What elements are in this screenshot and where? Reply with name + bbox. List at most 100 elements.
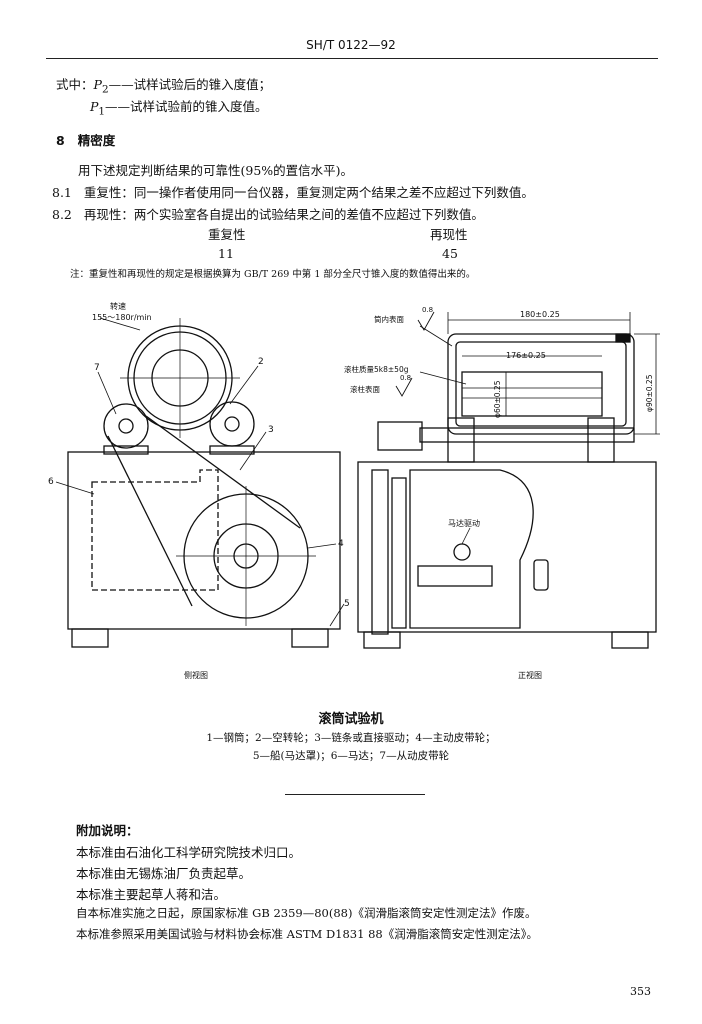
part-number-7: 7: [94, 363, 100, 373]
p1-description: ——试样试验前的锥入度值。: [105, 99, 268, 114]
appendix-line-1: 本标准由石油化工科学研究院技术归口。: [76, 845, 302, 860]
section-8-heading: 8 精密度: [56, 130, 115, 149]
leader-5: [329, 603, 345, 627]
appendix-line-3: 本标准主要起草人蒋和洁。: [76, 887, 227, 902]
speed-value: 155～180r/min: [92, 313, 152, 322]
roller-mass-leader: [419, 371, 467, 385]
cylinder-outer: [447, 333, 635, 435]
support-block-right: [587, 417, 615, 463]
driven-pulley: [103, 403, 149, 449]
dim-outer-length: 180±0.25: [520, 310, 560, 319]
pulley-support-left: [103, 445, 149, 455]
front-foot-left: [363, 631, 401, 649]
dim-cylinder-dia: φ90±0.25: [645, 374, 654, 412]
precision-col2-header: 再现性: [430, 227, 468, 242]
front-foot-right: [611, 631, 649, 649]
separator-rule: [285, 794, 425, 795]
appendix-line-2: 本标准由无锡炼油厂负责起草。: [76, 866, 252, 881]
frame-plate-outer: [371, 469, 389, 635]
precision-col1-header: 重复性: [208, 227, 246, 242]
section-number: 8: [56, 133, 65, 148]
inner-surface-leader: [419, 325, 453, 347]
appendix-line-4: 自本标准实施之日起，原国家标准 GB 2359—80(88)《润滑脂滚筒安定性测…: [76, 906, 537, 920]
cylinder-inner: [455, 341, 627, 427]
side-view-drawing: [55, 317, 345, 648]
item-8-2-text: 再现性：两个实验室各自提出的试验结果之间的差值不应超过下列数值。: [83, 207, 484, 222]
cylinder-cap: [615, 333, 631, 343]
pulley-support-right: [209, 445, 255, 455]
motor-drive-leader: [461, 527, 471, 545]
speed-leader: [99, 317, 141, 331]
figure-legend-line-2: 5—船(马达罩)；6—马达；7—从动皮带轮: [252, 750, 450, 762]
section-title: 精密度: [77, 133, 116, 148]
shaft-collar: [377, 421, 423, 451]
part-number-5: 5: [344, 599, 350, 609]
part-number-4: 4: [338, 539, 344, 549]
front-view-drawing: [357, 311, 660, 649]
precision-col1-value: 11: [218, 246, 234, 261]
standard-code-header: SH/T 0122—92: [306, 38, 396, 52]
belt-left: [107, 435, 193, 607]
idler-wheel: [209, 401, 255, 447]
dim-inner-length: 176±0.25: [506, 351, 546, 360]
roughness-value-2: 0.8: [400, 374, 411, 382]
leader-7: [97, 371, 117, 415]
page-number: 353: [630, 985, 651, 998]
roller-mass-label: 滚柱质量5k8±50g: [344, 364, 409, 374]
part-number-2: 2: [258, 357, 264, 367]
side-view-label: 侧视图: [184, 670, 208, 680]
frame-plate-inner: [391, 477, 407, 629]
item-8-2-number: 8.2: [52, 207, 72, 222]
figure-title: 滚筒试验机: [318, 712, 384, 727]
p1-symbol: P: [90, 99, 99, 114]
item-8-2: 8.2 再现性：两个实验室各自提出的试验结果之间的差值不应超过下列数值。: [52, 204, 484, 223]
appendix-line-5: 本标准参照采用美国试验与材料协会标准 ASTM D1831 88《润滑脂滚筒安定…: [76, 927, 538, 941]
drive-shaft: [419, 427, 635, 443]
side-foot-right: [291, 628, 329, 648]
precision-col2-value: 45: [442, 246, 458, 261]
appendix-title: 附加说明：: [76, 823, 139, 838]
formula-intro: 式中：: [56, 77, 94, 92]
speed-label: 转速: [110, 301, 126, 311]
roller: [461, 371, 603, 417]
driven-pulley-hub: [118, 418, 134, 434]
header-rule: [46, 58, 658, 59]
part-number-6: 6: [48, 477, 54, 487]
inner-surface-label: 筒内表面: [374, 314, 404, 324]
roughness-symbol-2: [395, 377, 413, 397]
item-8-1-text: 重复性：同一操作者使用同一台仪器，重复测定两个结果之差不应超过下列数值。: [83, 185, 534, 200]
support-block-left: [447, 417, 475, 463]
leader-2: [229, 365, 259, 405]
roll-tester-figure: 转速 155～180r/min 7 2 3 4 5 6 侧视图 正视图 筒内表面…: [48, 301, 660, 680]
formula-note-p1: P1——试样试验前的锥入度值。: [90, 96, 268, 118]
belt-right: [145, 415, 301, 529]
item-8-1-number: 8.1: [52, 185, 72, 200]
leader-3: [239, 431, 267, 471]
side-foot-left: [71, 628, 109, 648]
p2-subscript: 2: [101, 83, 109, 96]
idler-wheel-hub: [224, 416, 240, 432]
p2-description: ——试样试验后的锥入度值；: [108, 77, 272, 92]
item-8-1: 8.1 重复性：同一操作者使用同一台仪器，重复测定两个结果之差不应超过下列数值。: [52, 182, 534, 201]
p1-subscript: 1: [98, 105, 106, 118]
motor-drive-label: 马达驱动: [448, 518, 480, 528]
front-body-outline: [357, 461, 657, 633]
gear-housing: [409, 469, 534, 629]
precision-note: 注：重复性和再现性的规定是根据换算为 GB/T 269 中第 1 部分全尺寸锥入…: [70, 269, 476, 280]
section-8-intro: 用下述规定判断结果的可靠性(95%的置信水平)。: [78, 163, 354, 178]
motor-shaft: [453, 543, 471, 561]
front-view-label: 正视图: [518, 670, 542, 680]
side-body-outline: [67, 451, 341, 630]
part-number-3: 3: [268, 425, 274, 435]
dim-roller-dia: φ60±0.25: [493, 380, 502, 418]
p2-symbol: P: [93, 77, 102, 92]
formula-note-p2: 式中：P2——试样试验后的锥入度值；: [56, 74, 271, 96]
roller-surface-label: 滚柱表面: [350, 384, 380, 394]
motor-coupling: [417, 565, 493, 587]
side-slot: [533, 559, 549, 591]
figure-legend-line-1: 1—钢筒；2—空转轮；3—链条或直接驱动；4—主动皮带轮；: [206, 732, 496, 744]
roughness-symbol-1: [417, 311, 435, 331]
leader-4: [307, 543, 337, 549]
leader-6: [55, 481, 95, 495]
roughness-value-1: 0.8: [422, 306, 433, 314]
